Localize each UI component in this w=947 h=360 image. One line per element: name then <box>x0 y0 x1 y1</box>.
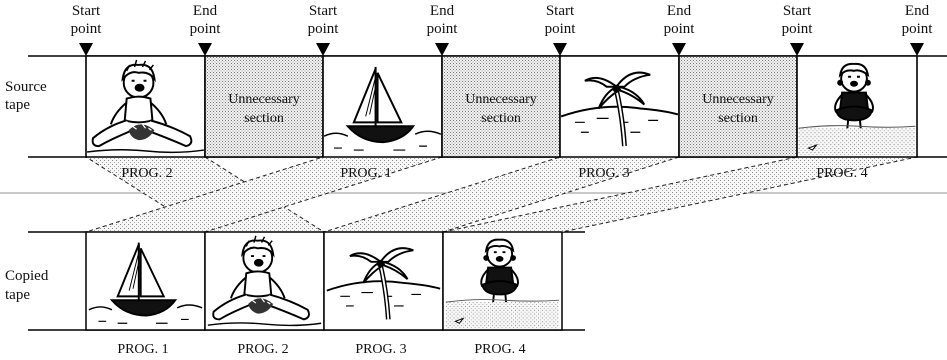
marker-triangle-icon <box>672 43 686 56</box>
marker-label-line2: point <box>71 21 103 37</box>
marker-triangle-icon <box>553 43 567 56</box>
marker-label-line1: Start <box>72 3 101 19</box>
marker-label-line1: Start <box>309 3 338 19</box>
marker-label-line1: End <box>667 3 692 19</box>
marker-label-line2: point <box>902 21 934 37</box>
source-caption-prog-3: PROG. 3 <box>578 166 629 181</box>
unnecessary-section-1-line1: Unnecessary <box>228 92 300 107</box>
marker-label-line2: point <box>427 21 459 37</box>
unnecessary-section-2-line1: Unnecessary <box>465 92 537 107</box>
marker-label-line1: End <box>430 3 455 19</box>
source-tape-label-line2: tape <box>5 97 30 113</box>
copied-caption-prog-4: PROG. 4 <box>474 342 525 357</box>
marker-triangle-icon <box>316 43 330 56</box>
edit-point-markers: Start point End point Start point End point Star… <box>71 3 934 157</box>
unnecessary-section-2 <box>441 55 561 158</box>
marker-triangle-icon <box>79 43 93 56</box>
marker-label-line2: point <box>190 21 222 37</box>
marker-triangle-icon <box>198 43 212 56</box>
unnecessary-section-1 <box>204 55 324 158</box>
marker-label-line1: End <box>905 3 930 19</box>
unnecessary-section-2-line2: section <box>481 111 521 126</box>
copied-caption-prog-3: PROG. 3 <box>355 342 406 357</box>
marker-label-line2: point <box>782 21 814 37</box>
marker-label-line1: End <box>193 3 218 19</box>
connector-bands <box>84 156 918 233</box>
source-caption-prog-2: PROG. 2 <box>121 166 172 181</box>
source-caption-prog-4: PROG. 4 <box>816 166 867 181</box>
copied-tape-label-line2: tape <box>5 287 30 303</box>
marker-label-line2: point <box>664 21 696 37</box>
marker-label-line2: point <box>308 21 340 37</box>
unnecessary-section-3-line1: Unnecessary <box>702 92 774 107</box>
source-caption-prog-1: PROG. 1 <box>340 166 391 181</box>
marker-label-line1: Start <box>546 3 575 19</box>
unnecessary-section-1-line2: section <box>244 111 284 126</box>
marker-label-line2: point <box>545 21 577 37</box>
copied-tape-label-line1: Copied <box>5 268 49 284</box>
unnecessary-section-3-line2: section <box>718 111 758 126</box>
source-tape-label-line1: Source <box>5 79 47 95</box>
source-tape-segments: Unnecessary section Unnecessary section … <box>85 55 918 158</box>
copied-caption-prog-1: PROG. 1 <box>117 342 168 357</box>
copied-tape-segments <box>85 231 563 331</box>
marker-label-line1: Start <box>783 3 812 19</box>
marker-triangle-icon <box>435 43 449 56</box>
marker-triangle-icon <box>790 43 804 56</box>
copied-caption-prog-2: PROG. 2 <box>237 342 288 357</box>
marker-triangle-icon <box>910 43 924 56</box>
